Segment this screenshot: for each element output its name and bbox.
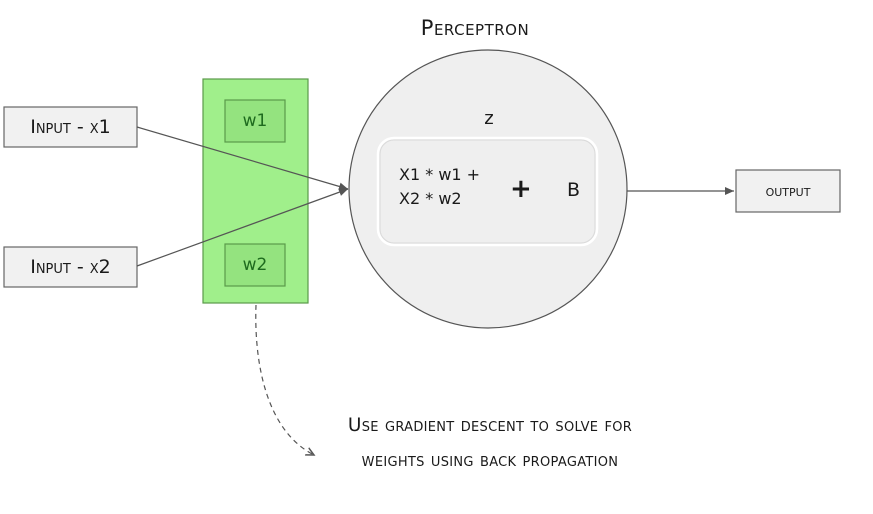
gradient-descent-note: Use gradient descent to solve for weight… xyxy=(347,415,633,471)
diagram-title: Perceptron xyxy=(420,16,530,40)
weight-label-w2: w2 xyxy=(242,255,268,275)
bias-label: B xyxy=(567,179,581,201)
z-label: z xyxy=(484,108,494,129)
dashed-arrow-to-note xyxy=(255,304,314,455)
input-box-x2 xyxy=(3,246,138,288)
input-label-x1: Input - x1 xyxy=(30,116,111,138)
formula-line-1: X1 * w1 + xyxy=(399,165,481,184)
output-label: output xyxy=(765,182,811,200)
summation-box xyxy=(376,136,599,247)
weight-box-w2 xyxy=(224,243,286,287)
formula-line-2: X2 * w2 xyxy=(399,189,462,208)
output-box xyxy=(735,169,841,213)
plus-sign: + xyxy=(510,174,532,204)
input-label-x2: Input - x2 xyxy=(30,256,111,278)
connector-x2-to-neuron xyxy=(136,188,349,267)
connector-x1-to-neuron xyxy=(136,126,349,191)
summation-box-inner xyxy=(379,139,596,244)
weight-label-w1: w1 xyxy=(242,111,268,131)
weight-box-w1 xyxy=(224,99,286,143)
